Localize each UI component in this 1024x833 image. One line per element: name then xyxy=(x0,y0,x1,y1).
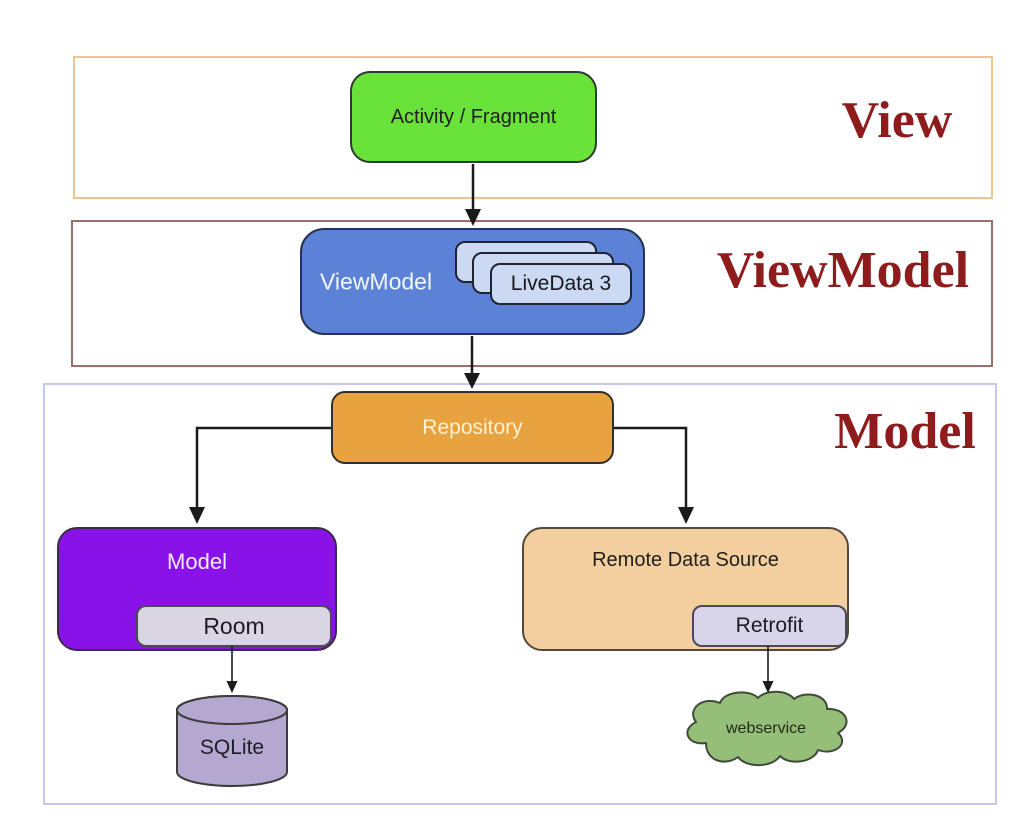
model-layer-label: Model xyxy=(834,403,976,460)
sqlite-node: SQLite xyxy=(175,694,289,788)
viewmodel-layer-label: ViewModel xyxy=(716,242,970,299)
viewmodel-node-label: ViewModel xyxy=(320,268,433,294)
repository-label: Repository xyxy=(422,415,523,439)
room-node: Room xyxy=(136,605,332,647)
webservice-node: webservice xyxy=(676,688,856,770)
database-icon xyxy=(176,695,288,787)
model-node-label: Model xyxy=(167,549,227,574)
livedata-label: LiveData 3 xyxy=(510,272,612,295)
activity-fragment-label: Activity / Fragment xyxy=(390,105,557,128)
room-label: Room xyxy=(203,612,265,639)
viewmodel-node: ViewModel LiveData 3 xyxy=(300,228,645,335)
viewmodel-layer-frame xyxy=(71,220,993,367)
remote-data-source-node: Remote Data Source Retrofit xyxy=(522,527,849,651)
sqlite-label: SQLite xyxy=(199,736,265,759)
view-layer-label: View xyxy=(841,92,953,149)
model-layer-frame xyxy=(43,383,997,805)
retrofit-label: Retrofit xyxy=(735,614,804,637)
model-node: Model Room xyxy=(57,527,337,651)
livedata-card-front: LiveData 3 xyxy=(490,263,632,305)
webservice-label: webservice xyxy=(725,720,807,737)
repository-node: Repository xyxy=(331,391,614,464)
retrofit-node: Retrofit xyxy=(692,605,847,647)
activity-fragment-node: Activity / Fragment xyxy=(350,71,597,163)
cloud-icon xyxy=(686,690,848,767)
remote-data-source-label: Remote Data Source xyxy=(592,549,779,571)
view-layer-frame xyxy=(73,56,993,199)
